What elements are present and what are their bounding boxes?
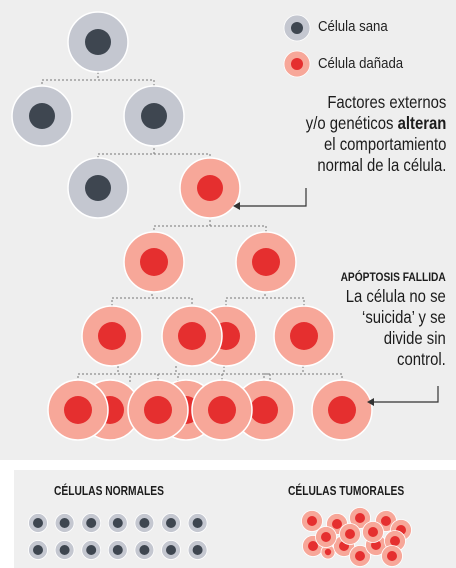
- tumor-cell: [339, 523, 361, 545]
- annotation-2-line1: La célula no se: [345, 286, 446, 306]
- damaged-cell: [161, 305, 223, 367]
- damaged-cell: [47, 379, 109, 441]
- normal-cell: [161, 540, 181, 560]
- normal-cell: [134, 513, 155, 533]
- damaged-cell: [311, 379, 373, 441]
- damaged-cell: [179, 157, 241, 219]
- normal-cell: [134, 540, 155, 560]
- annotation-1-line1: Factores externos: [326, 92, 446, 112]
- normal-cell: [107, 513, 128, 533]
- connector-level-5c: [177, 366, 271, 382]
- arrow-to-damaged-cell: [240, 188, 307, 207]
- tumor-cell: [381, 545, 403, 567]
- healthy-cell: [11, 85, 73, 147]
- damaged-cell: [273, 305, 335, 367]
- normal-cell: [107, 540, 128, 560]
- legend-damaged-icon: [283, 50, 311, 78]
- arrowhead-icon: [233, 202, 240, 210]
- legend-healthy-icon: [283, 14, 311, 42]
- connector-level-5a: [77, 366, 159, 382]
- normal-cells-title: CÉLULAS NORMALES: [54, 484, 164, 498]
- annotation-2-title: APÓPTOSIS FALLIDA: [340, 270, 446, 284]
- normal-cell: [161, 513, 181, 533]
- tumor-cell: [315, 526, 337, 548]
- normal-cell: [54, 513, 75, 533]
- tumor-cell: [362, 521, 384, 543]
- damaged-cell: [191, 379, 253, 441]
- annotation-1-line4: normal de la célula.: [317, 155, 446, 175]
- damaged-cell: [235, 231, 297, 293]
- normal-cell: [187, 540, 208, 560]
- damaged-cell: [81, 305, 143, 367]
- normal-cell: [81, 540, 102, 560]
- tumor-cell: [349, 507, 371, 529]
- arrowhead-icon: [367, 398, 374, 406]
- healthy-cell: [67, 11, 129, 73]
- healthy-cell: [67, 157, 129, 219]
- external-factors-annotation: Factores externos y/o genéticos alteran …: [305, 92, 446, 176]
- annotation-1-line2-bold: alteran: [397, 113, 446, 133]
- damaged-cell: [233, 379, 295, 441]
- connector-level-5b: [129, 366, 223, 382]
- connector-level-1: [41, 72, 155, 88]
- damaged-cell: [127, 379, 189, 441]
- arrow-to-dividing-cell: [374, 386, 439, 403]
- annotation-2-line3: divide sin: [383, 328, 446, 348]
- normal-cell: [28, 540, 48, 560]
- normal-cell: [54, 540, 75, 560]
- annotation-1-line3: el comportamiento: [323, 134, 446, 154]
- legend-damaged-label: Célula dañada: [318, 55, 404, 72]
- tumor-cell: [320, 544, 336, 560]
- failed-apoptosis-annotation: APÓPTOSIS FALLIDA La célula no se ‘suici…: [341, 268, 446, 370]
- normal-cell: [28, 513, 48, 533]
- normal-cell: [187, 513, 208, 533]
- healthy-cell: [123, 85, 185, 147]
- annotation-2-line4: control.: [397, 349, 446, 369]
- normal-cell: [81, 513, 102, 533]
- annotation-1-line2-prefix: y/o genéticos: [305, 113, 398, 133]
- tumor-cells-title: CÉLULAS TUMORALES: [288, 484, 405, 498]
- tumor-cell: [349, 545, 371, 567]
- damaged-cell: [123, 231, 185, 293]
- connector-level-5d: [263, 366, 343, 382]
- annotation-2-line2: ‘suicida’ y se: [362, 307, 446, 327]
- legend-healthy-label: Célula sana: [318, 18, 388, 35]
- tumor-cell: [301, 510, 323, 532]
- connector-level-3: [153, 220, 267, 234]
